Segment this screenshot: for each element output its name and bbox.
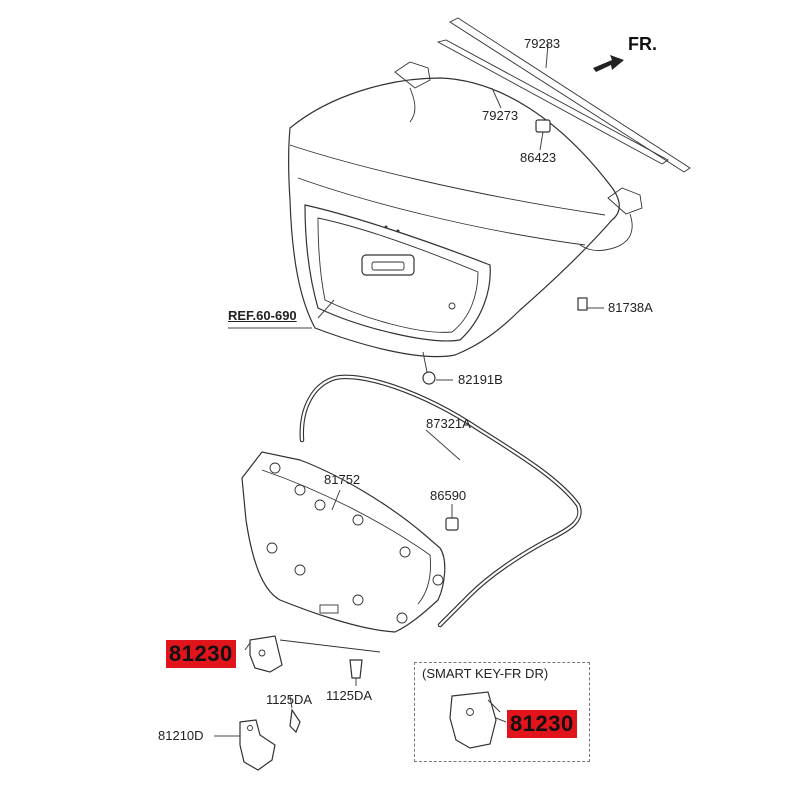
torsion-rod-79273 <box>436 39 669 165</box>
bumper-81738A <box>577 297 588 311</box>
trim-panel-holes <box>266 462 444 624</box>
label-87321A: 87321A <box>426 416 471 431</box>
clip-86590 <box>445 517 459 531</box>
reference-label: REF.60-690 <box>228 308 297 323</box>
label-86590: 86590 <box>430 488 467 503</box>
clip-86423 <box>535 119 551 133</box>
label-81752: 81752 <box>324 472 361 487</box>
trunk-lid-crease <box>289 144 606 216</box>
label-81738A: 81738A <box>608 300 653 315</box>
label-82191B: 82191B <box>458 372 503 387</box>
label-81210D: 81210D <box>158 728 204 743</box>
hinge-right <box>579 187 643 251</box>
highlighted-part-81230-main[interactable]: 81230 <box>166 640 236 668</box>
trim-panel-81752 <box>241 451 446 633</box>
highlighted-part-81230-smart[interactable]: 81230 <box>507 710 577 738</box>
latch-assembly-smart-key <box>449 691 497 749</box>
label-86423: 86423 <box>520 150 557 165</box>
latch-assembly-main <box>249 635 283 673</box>
bolt-1125DA-a <box>349 659 363 679</box>
smart-key-callout-box <box>414 662 590 762</box>
trunk-handle <box>361 254 415 276</box>
torsion-rod-79283 <box>449 17 691 173</box>
label-1125DA-left: 1125DA <box>266 692 313 707</box>
label-1125DA-right: 1125DA <box>326 688 373 703</box>
front-arrow-icon <box>593 55 624 72</box>
bumper-82191B <box>422 371 436 385</box>
striker-81210D <box>239 719 276 771</box>
smart-key-caption: (SMART KEY-FR DR) <box>420 666 551 681</box>
label-79273: 79273 <box>482 108 519 123</box>
bolt-1125DA-b <box>289 708 301 734</box>
front-direction-label: FR. <box>628 34 657 54</box>
hinge-left <box>394 61 431 123</box>
label-79283: 79283 <box>524 36 561 51</box>
